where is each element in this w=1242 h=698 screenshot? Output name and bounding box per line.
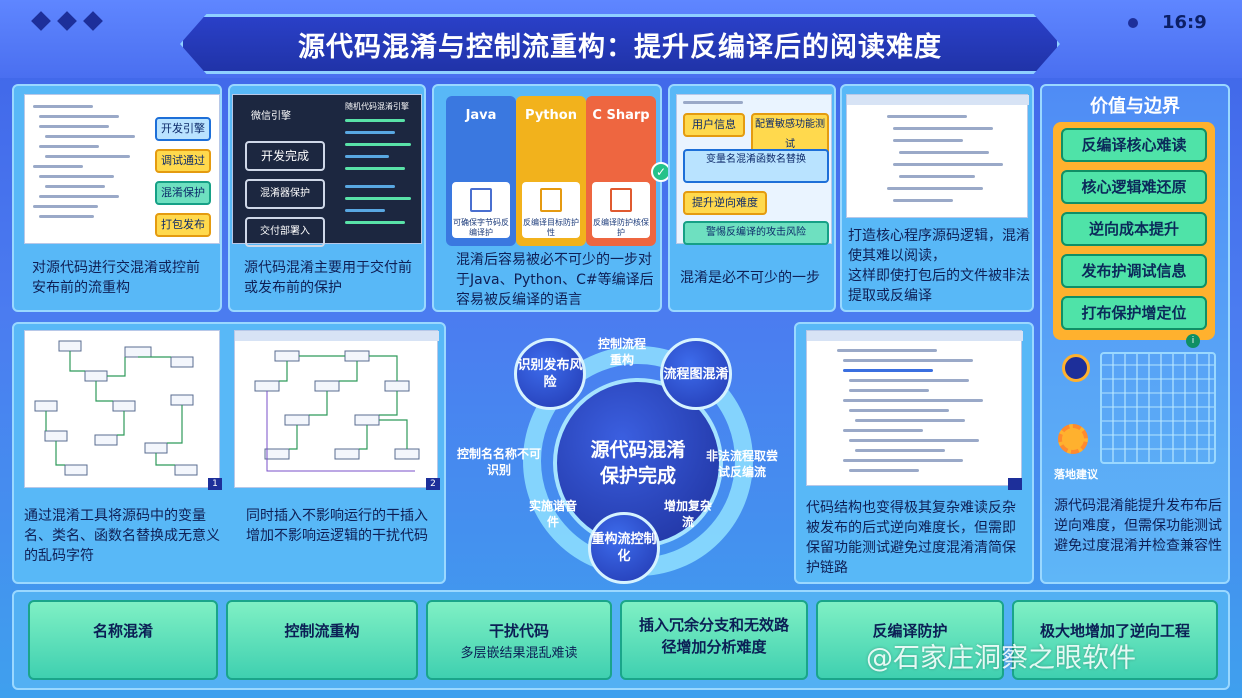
value-boundary-caption: 源代码混淆能提升发布布后逆向难度，但需保功能测试避免过度混淆并检查兼容性 (1054, 498, 1222, 554)
cycle-label-restructure: 控制流程重构 (597, 337, 646, 367)
tile-control-flow-title: 控制流重构 (284, 622, 360, 640)
badge-1: 1 (208, 478, 222, 490)
tag-dev-engine: 开发引擎 (155, 117, 211, 141)
ratio-dot-icon (1128, 18, 1138, 28)
lang-python-note: 反编译目标防护性 (523, 218, 579, 237)
flowchart-screenshot-1 (24, 330, 220, 488)
watermark: @石家庄洞察之眼软件 (866, 643, 1136, 674)
tile-decompile-guard: 反编译防护 (816, 600, 1004, 680)
page-title: 源代码混淆与控制流重构：提升反编译后的阅读难度 (298, 31, 942, 63)
editor-screenshot (846, 94, 1029, 218)
structure-screenshot (806, 330, 1023, 486)
delivery-screenshot: 微信引擎 随机代码混淆引擎 开发完成 混淆器保护 交付部署入 (232, 94, 422, 247)
value-item-5: 打布保护增定位 (1061, 296, 1207, 330)
card-structure-caption: 代码结构也变得极其复杂难读反杂被发布的后式逆向难度长，但需即保留功能测试避免过度… (806, 500, 1016, 576)
doc-icon (470, 188, 492, 212)
tile-decompile-guard-title: 反编译防护 (872, 622, 948, 640)
lang-java-label: Java (465, 108, 497, 123)
doc-icon (540, 188, 562, 212)
header-diamonds-icon (31, 11, 106, 31)
tag-rename: 变量名混淆函数名替换 (683, 149, 829, 183)
delivery-shot-title: 微信引擎 (251, 111, 291, 122)
tile-noise-code: 干扰代码 多层嵌结果混乱难读 (426, 600, 612, 680)
gauge-icon (1062, 354, 1090, 382)
box-dev-done: 开发完成 (245, 141, 325, 171)
badge-structure-icon (1008, 478, 1022, 490)
flowchart-graphic (235, 331, 439, 472)
cycle-label-illegal: 非法流程取尝试反编流 (706, 449, 779, 479)
tag-user-info: 用户信息 (683, 113, 745, 137)
badge-2: 2 (426, 478, 440, 490)
lang-csharp-note: 反编译防护核保护 (593, 218, 649, 237)
flowchart-graphic (34, 340, 198, 476)
box-deploy: 交付部署入 (245, 217, 325, 247)
required-screenshot: 用户信息 配置敏感功能测试 变量名混淆函数名替换 提升逆向难度 警惕反编译的攻击… (676, 94, 832, 245)
workflow-screenshot: 开发引擎 调试通过 混淆保护 打包发布 (24, 94, 220, 244)
card-languages-caption: 混淆后容易被必不可少的一步对于Java、Python、C#等编译后容易被反编译的… (456, 252, 654, 308)
tile-rename: 名称混淆 (28, 600, 218, 680)
gear-icon (1058, 424, 1088, 454)
delivery-side-title: 随机代码混淆引擎 (345, 102, 409, 111)
lang-csharp-label: C Sharp (592, 108, 650, 123)
tag-raise-difficulty: 提升逆向难度 (683, 191, 767, 215)
title-plate: 源代码混淆与控制流重构：提升反编译后的阅读难度 (180, 14, 1060, 74)
tile-noise-code-title: 干扰代码 (488, 622, 549, 640)
tag-obfuscate: 混淆保护 (155, 181, 211, 205)
value-item-1: 反编译核心难读 (1061, 128, 1207, 162)
tile-control-flow: 控制流重构 (226, 600, 418, 680)
card-workflow-caption: 对源代码进行交混淆或控前安布前的流重构 (32, 260, 200, 296)
tag-debug-pass: 调试通过 (155, 149, 211, 173)
cycle-node-flow: 流程图混淆 (660, 338, 732, 410)
card-insert-caption: 同时插入不影响运行的干插入增加不影响运逻辑的干扰代码 (246, 508, 428, 544)
lang-card-python: Python 反编译目标防护性 (516, 96, 586, 246)
card-rename-caption: 通过混淆工具将源码中的变量名、类名、函数名替换成无意义的乱码字符 (24, 508, 220, 564)
card-editor-caption-1: 打造核心程序源码逻辑，混淆使其难以阅读， (848, 228, 1030, 264)
tile-reverse-cost-title: 极大地增加了逆向工程 (1039, 622, 1190, 640)
value-item-4: 发布护调试信息 (1061, 254, 1207, 288)
advice-label: 落地建议 (1054, 468, 1098, 481)
cycle-label-complex: 增加复杂流 (664, 499, 713, 529)
lang-card-java: Java 可确保字节码反编译护 (446, 96, 516, 246)
value-item-2: 核心逻辑难还原 (1061, 170, 1207, 204)
card-delivery-caption: 源代码混淆主要用于交付前或发布前的保护 (244, 260, 412, 296)
value-item-3: 逆向成本提升 (1061, 212, 1207, 246)
tile-redundant: 插入冗余分支和无效路径增加分析难度 (620, 600, 808, 680)
card-editor-caption-2: 这样即使打包后的文件被非法提取或反编译 (848, 268, 1030, 304)
cycle-node-risk: 识别发布风险 (514, 338, 586, 410)
card-required-caption: 混淆是必不可少的一步 (680, 270, 820, 286)
aspect-ratio-label: 16:9 (1162, 12, 1207, 33)
info-icon: i (1186, 334, 1200, 348)
lang-java-note: 可确保字节码反编译护 (453, 218, 509, 237)
value-boundary-title: 价值与边界 (1090, 96, 1180, 117)
tag-package: 打包发布 (155, 213, 211, 237)
cycle-node-control: 重构流控制化 (588, 512, 660, 584)
cycle-label-homophone: 实施谐音件 (528, 499, 577, 529)
lang-python-label: Python (525, 108, 577, 123)
tile-rename-title: 名称混淆 (92, 622, 153, 640)
doc-icon (610, 188, 632, 212)
tile-redundant-title: 插入冗余分支和无效路径增加分析难度 (638, 616, 789, 656)
flowchart-screenshot-2 (234, 330, 439, 488)
tile-reverse-cost: 极大地增加了逆向工程 (1012, 600, 1218, 680)
cycle-label-names: 控制名名称不可识别 (456, 447, 541, 477)
tag-warning: 警惕反编译的攻击风险 (683, 221, 829, 245)
lang-card-csharp: C Sharp 反编译防护核保护 (586, 96, 656, 246)
maze-icon (1100, 352, 1216, 464)
box-obfuscator: 混淆器保护 (245, 179, 325, 209)
tile-noise-code-body: 多层嵌结果混乱难读 (460, 646, 578, 661)
